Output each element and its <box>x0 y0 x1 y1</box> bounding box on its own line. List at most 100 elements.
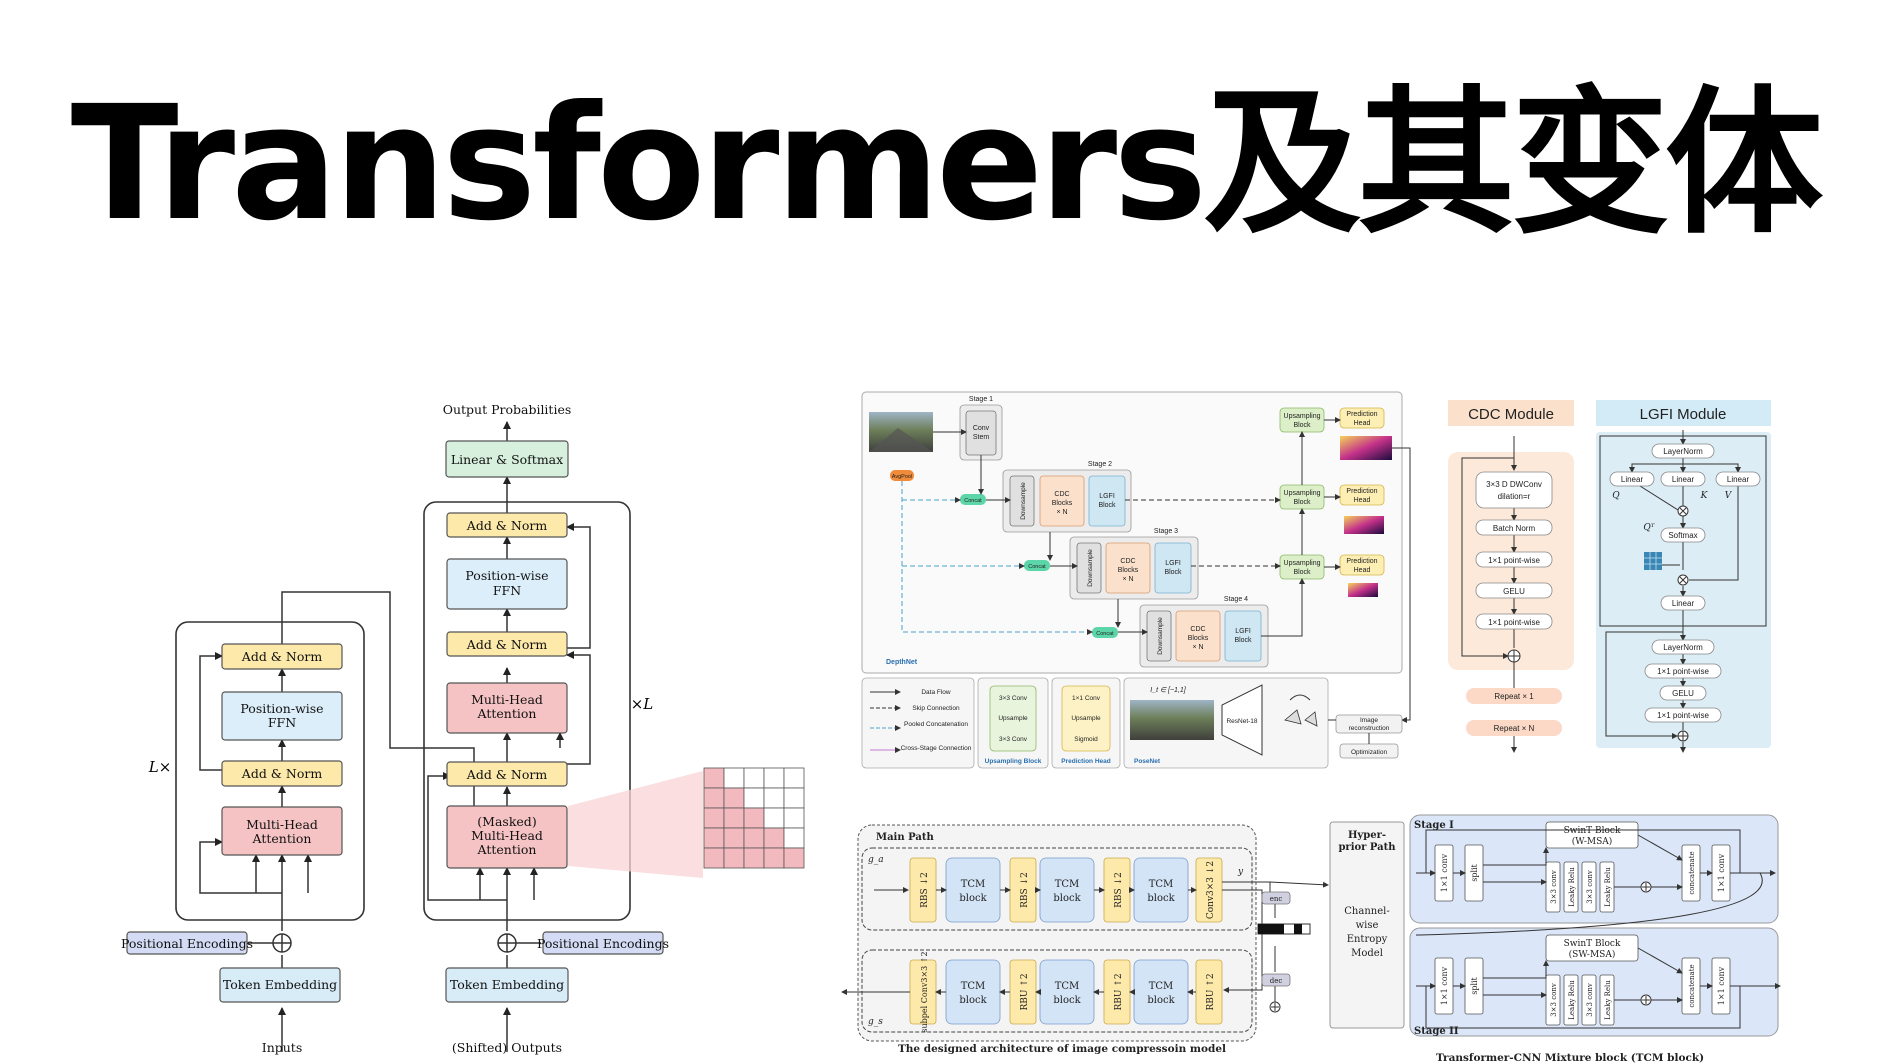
cdc-blocks-3-label-3: × N <box>1192 644 1203 651</box>
mask-cell <box>743 807 765 829</box>
output-probabilities-label: Output Probabilities <box>443 402 572 417</box>
tcm-top-2-line2: block <box>1053 893 1081 904</box>
lgfi-pointwise-2: 1×1 point-wise <box>1657 711 1709 720</box>
tcm-top-2-line1: TCM <box>1055 879 1080 890</box>
decoder-add-norm-3-label: Add & Norm <box>466 767 548 782</box>
mask-cell <box>703 767 725 789</box>
cdc-blocks-3-label-1: CDC <box>1190 626 1205 633</box>
upsampling-detail-3: 3×3 Conv <box>999 736 1028 743</box>
mask-cell <box>783 847 805 869</box>
rbu-3-label: RBU ↑2 <box>1206 973 1216 1010</box>
encoder-add-norm-bottom <box>221 760 343 787</box>
lgfi-block-1-label-2: Block <box>1098 502 1116 509</box>
entropy-model-box <box>1329 821 1405 1029</box>
decoder-mha-label-2: Attention <box>477 706 537 721</box>
depth-map-1 <box>1340 436 1392 460</box>
mask-cell <box>723 767 745 789</box>
cdc-blocks-2-label-3: × N <box>1122 576 1133 583</box>
image-reconstruction-label-1: Image <box>1360 717 1378 724</box>
prediction-detail-1: 1×1 Conv <box>1072 695 1101 702</box>
causal-mask-grid <box>703 767 805 869</box>
shifted-outputs-label: (Shifted) Outputs <box>452 1040 562 1055</box>
tcm-1-concat: concatenate <box>1688 851 1696 894</box>
decoder-add-norm-1 <box>446 512 568 538</box>
cdc-blocks-1-label-2: Blocks <box>1052 500 1073 507</box>
decoder-positional-encodings-label: Positional Encodings <box>537 936 669 951</box>
downsample-1-label: Downsample <box>1020 482 1027 520</box>
lgfi-module-header <box>1596 400 1771 426</box>
enc-label: enc <box>1270 895 1283 903</box>
inputs-label: Inputs <box>262 1040 302 1055</box>
hyper-path-label-2: prior Path <box>1338 842 1396 853</box>
lgfi-linear-out: Linear <box>1672 599 1695 608</box>
decoder-ffn-label-2: FFN <box>493 583 521 598</box>
lgfi-q-label: Q <box>1612 491 1620 501</box>
mask-cell <box>743 787 765 809</box>
tcm-bottom-3-line1: TCM <box>1149 981 1174 992</box>
conv-up-label: subpel Conv3×3 ↑2 <box>920 951 929 1032</box>
entropy-label-1: Channel- <box>1344 906 1389 917</box>
lgfi-gelu: GELU <box>1672 689 1694 698</box>
cdc-blocks-1-label-3: × N <box>1056 509 1067 516</box>
stage-3-label: Stage 3 <box>1154 528 1178 535</box>
tcm-1-res-4: Leaky Relu <box>1604 867 1612 907</box>
concat-node-1 <box>960 494 986 505</box>
rbs-2-label: RBS ↓2 <box>1020 872 1030 908</box>
mask-cell <box>703 827 725 849</box>
mask-cell <box>783 787 805 809</box>
decoder-mha-label-1: Multi-Head <box>471 692 543 707</box>
decoder-ffn <box>446 558 568 610</box>
tcm-2-conv-in: 1×1 conv <box>1440 966 1449 1005</box>
downsample-3-label: Downsample <box>1157 617 1164 655</box>
posenet-input-range: I_t ∈ [−1,1] <box>1150 687 1187 694</box>
cdc-blocks-2-label-1: CDC <box>1120 558 1135 565</box>
legend-cross-stage-connection: Cross-Stage Connection <box>901 745 972 752</box>
tcm-2-res-2: Leaky Relu <box>1568 980 1576 1020</box>
encoder-token-embedding-label: Token Embedding <box>223 977 337 992</box>
encoder-add-norm-top <box>221 643 343 670</box>
encoder-positional-encodings-label: Positional Encodings <box>121 936 253 951</box>
mask-cell <box>783 807 805 829</box>
page-title: Transformers及其变体 <box>70 72 1823 256</box>
stage-1-label: Stage 1 <box>969 396 993 403</box>
posenet-label: PoseNet <box>1134 758 1161 765</box>
mask-cell <box>783 767 805 789</box>
encoder-mha-label-2: Attention <box>252 831 312 846</box>
mask-cell <box>783 827 805 849</box>
tcm-top-1-line2: block <box>959 893 987 904</box>
encoder-add-norm-bottom-label: Add & Norm <box>241 766 323 781</box>
upsampling-block-2-label-2: Block <box>1293 499 1311 506</box>
enc-box <box>1261 891 1291 905</box>
prediction-head-1-label-2: Head <box>1354 420 1371 427</box>
prediction-detail-3: Sigmoid <box>1074 736 1098 743</box>
cdc-module: CDC Module 3×3 D DWConv dilation=r <box>1448 400 1574 753</box>
depth-map-3 <box>1348 583 1378 597</box>
mask-cell <box>723 807 745 829</box>
depth-map-2 <box>1344 516 1384 534</box>
ga-label: g_a <box>868 855 884 865</box>
lgfi-block-3-label-2: Block <box>1234 637 1252 644</box>
decoder-ffn-label-1: Position-wise <box>465 568 548 583</box>
tcm-1-conv-out: 1×1 conv <box>1717 853 1726 892</box>
tcm-top-3-line2: block <box>1147 893 1175 904</box>
mask-callout <box>568 771 703 878</box>
decoder-repeat-label: ×L <box>631 695 654 713</box>
avgpool-node <box>890 470 914 481</box>
encoder-mha-label-1: Multi-Head <box>246 817 318 832</box>
cdc-blocks-2-label-2: Blocks <box>1118 567 1139 574</box>
tcm-bottom-3-line2: block <box>1147 995 1175 1006</box>
rbs-3-label: RBS ↓2 <box>1114 872 1124 908</box>
mask-cell <box>763 787 785 809</box>
decoder-token-embedding-label: Token Embedding <box>450 977 564 992</box>
decoder-mha <box>446 682 568 734</box>
legend-skip-connection: Skip Connection <box>912 705 960 712</box>
tcm-bottom-1-line1: TCM <box>961 981 986 992</box>
cdc-item-pointwise-1: 1×1 point-wise <box>1488 556 1540 565</box>
mask-cell <box>743 827 765 849</box>
tcm-2-res-4: Leaky Relu <box>1604 980 1612 1020</box>
tcm-top-3-line1: TCM <box>1149 879 1174 890</box>
swin-2-line2: (SW-MSA) <box>1569 949 1616 960</box>
encoder-add-norm-top-label: Add & Norm <box>241 649 323 664</box>
y-label: y <box>1237 867 1244 877</box>
